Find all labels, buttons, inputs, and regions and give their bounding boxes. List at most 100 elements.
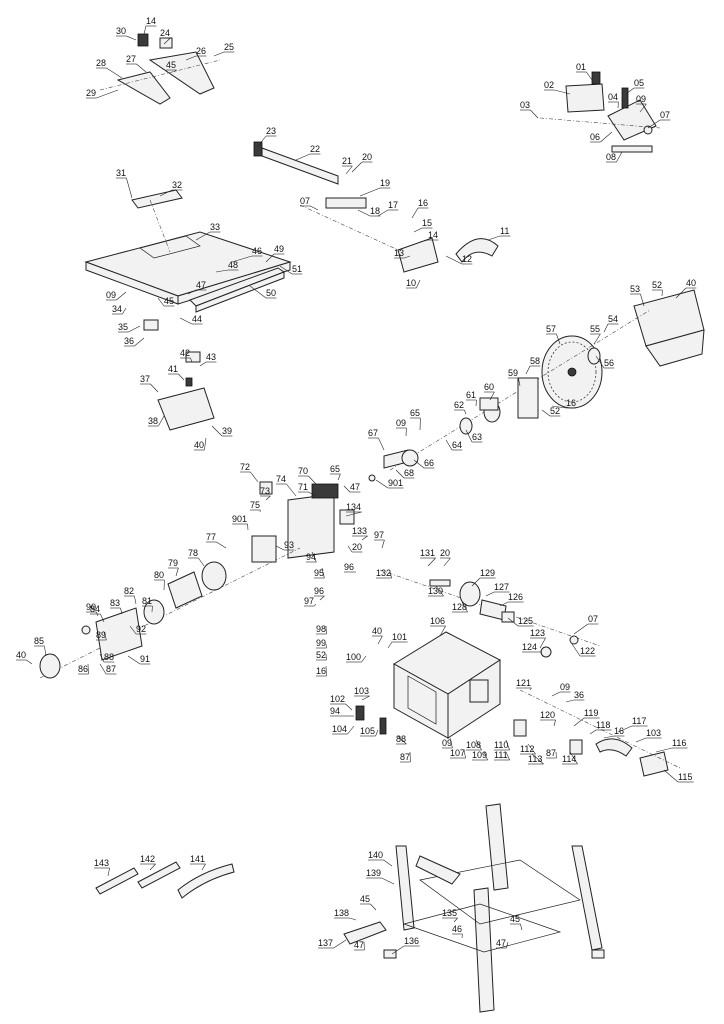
part-label: 103 bbox=[354, 686, 369, 696]
leader-line bbox=[126, 35, 137, 41]
part-label: 62 bbox=[454, 400, 464, 410]
part-label: 20 bbox=[440, 548, 450, 558]
part-label: 22 bbox=[310, 144, 320, 154]
leader-line bbox=[639, 103, 647, 113]
leader-line bbox=[377, 635, 383, 645]
leader-line bbox=[275, 545, 285, 551]
leader-line bbox=[603, 735, 615, 739]
part-label: 106 bbox=[430, 616, 445, 626]
leader-line bbox=[551, 691, 561, 697]
part-label: 64 bbox=[452, 440, 462, 450]
leader-line bbox=[381, 877, 395, 885]
part-label: 114 bbox=[562, 754, 576, 764]
part-label: 103 bbox=[646, 728, 661, 738]
leader-line bbox=[640, 293, 645, 307]
leader-line bbox=[375, 479, 389, 489]
leader-line bbox=[126, 177, 133, 199]
part-label: 130 bbox=[428, 586, 443, 596]
leader-line bbox=[520, 923, 523, 931]
part-label: 92 bbox=[136, 624, 146, 634]
leader-line bbox=[471, 577, 481, 587]
leader-line bbox=[507, 617, 519, 627]
leader-line bbox=[213, 51, 225, 57]
blade-cover bbox=[633, 289, 705, 367]
part-label: 45 bbox=[510, 914, 520, 924]
leader-line bbox=[485, 591, 495, 597]
leader-line bbox=[389, 571, 392, 579]
part-label: 77 bbox=[206, 532, 216, 542]
part-label: 138 bbox=[334, 908, 349, 918]
saw-blade bbox=[541, 335, 603, 409]
leader-line bbox=[211, 425, 223, 437]
part-label: 120 bbox=[540, 710, 555, 720]
leader-line bbox=[187, 289, 197, 295]
part-label: 61 bbox=[466, 390, 476, 400]
leader-line bbox=[647, 119, 661, 129]
leader-line bbox=[370, 903, 377, 911]
leader-line bbox=[120, 607, 123, 615]
leader-line bbox=[163, 37, 171, 45]
leader-line bbox=[361, 695, 370, 701]
part-label: 140 bbox=[368, 850, 383, 860]
leader-line bbox=[347, 725, 355, 735]
leader-line bbox=[530, 109, 539, 119]
part-label: 07 bbox=[660, 110, 670, 120]
part-label: 52 bbox=[316, 650, 326, 660]
part-label: 70 bbox=[298, 466, 308, 476]
part-label: 47 bbox=[350, 482, 360, 492]
leader-line bbox=[175, 567, 179, 577]
part-label: 17 bbox=[388, 200, 398, 210]
part-label: 121 bbox=[516, 678, 531, 688]
leader-line bbox=[375, 729, 379, 737]
leader-line bbox=[310, 205, 319, 211]
part-label: 25 bbox=[224, 42, 234, 52]
part-label: 142 bbox=[140, 854, 155, 864]
leader-line bbox=[595, 355, 605, 369]
part-label: 125 bbox=[518, 616, 533, 626]
leader-line bbox=[529, 687, 532, 691]
part-label: 09 bbox=[636, 94, 646, 104]
part-label: 136 bbox=[404, 936, 419, 946]
part-label: 39 bbox=[222, 426, 232, 436]
part-label: 85 bbox=[34, 636, 44, 646]
leader-line bbox=[249, 285, 267, 299]
part-label: 112 bbox=[520, 744, 534, 754]
part-label: 43 bbox=[206, 352, 216, 362]
leader-line bbox=[295, 153, 311, 161]
part-label: 33 bbox=[210, 222, 220, 232]
part-label: 18 bbox=[370, 206, 380, 216]
leader-line bbox=[279, 265, 293, 275]
part-label: 128 bbox=[452, 602, 467, 612]
part-label: 74 bbox=[276, 474, 286, 484]
part-label: 72 bbox=[240, 462, 250, 472]
part-label: 94 bbox=[306, 552, 316, 562]
motor-mount-plate bbox=[259, 481, 355, 559]
part-label: 32 bbox=[172, 180, 182, 190]
rip-fence bbox=[253, 141, 499, 273]
part-label: 126 bbox=[508, 592, 523, 602]
leader-line bbox=[505, 739, 510, 751]
leader-line bbox=[625, 87, 635, 95]
part-label: 66 bbox=[424, 458, 434, 468]
part-label: 99 bbox=[316, 638, 326, 648]
leader-line bbox=[359, 187, 381, 197]
leader-line bbox=[553, 719, 556, 727]
leader-line bbox=[149, 863, 156, 871]
leader-line bbox=[377, 209, 389, 217]
leader-line bbox=[541, 409, 551, 417]
leader-line bbox=[539, 637, 546, 649]
part-label: 143 bbox=[94, 858, 109, 868]
leader-line bbox=[416, 279, 421, 289]
part-label: 47 bbox=[354, 940, 364, 950]
part-label: 52 bbox=[550, 406, 560, 416]
leader-line bbox=[571, 643, 581, 657]
leader-line bbox=[199, 361, 207, 367]
part-label: 98 bbox=[316, 624, 326, 634]
part-label: 129 bbox=[480, 568, 495, 578]
leader-line bbox=[308, 475, 317, 485]
part-label: 09 bbox=[560, 682, 570, 692]
part-label: 111 bbox=[494, 750, 508, 760]
part-label: 40 bbox=[194, 440, 204, 450]
leader-lines bbox=[16, 25, 697, 955]
part-label: 20 bbox=[362, 152, 372, 162]
